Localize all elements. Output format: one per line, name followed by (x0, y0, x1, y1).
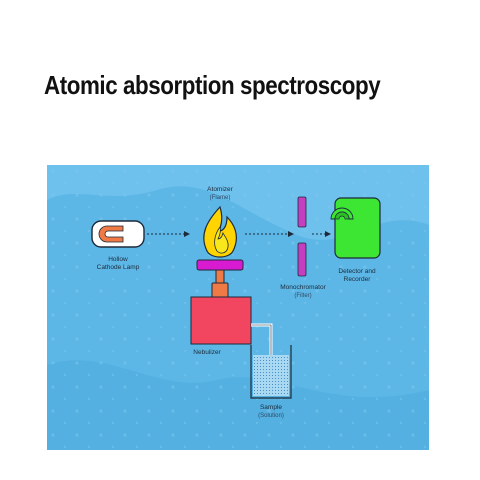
sample-sublabel: (Solution) (258, 413, 284, 419)
monochromator-slit-icon (297, 196, 307, 277)
nebulizer-label: Nebulizer (193, 349, 221, 356)
page-title: Atomic absorption spectroscopy (44, 70, 381, 100)
diagram-panel: Hollow Cathode Lamp Atomizer (Flame) Neb… (47, 165, 429, 450)
atomizer-label: Atomizer (207, 186, 233, 193)
lamp-label-line-2: Cathode Lamp (97, 264, 140, 271)
flame-icon (203, 205, 237, 258)
sample-label: Sample (260, 404, 282, 411)
detector-icon (330, 197, 381, 259)
diagram-svg: Hollow Cathode Lamp Atomizer (Flame) Neb… (47, 165, 429, 450)
lamp-label-line-1: Hollow (108, 256, 128, 263)
atomizer-sublabel: (Flame) (210, 195, 231, 201)
nebulizer-box-icon (190, 296, 252, 345)
beaker-icon (250, 345, 292, 399)
monochromator-label: Monochromator (280, 284, 326, 291)
detector-label-line-2: Recorder (344, 276, 372, 283)
monochromator-sublabel: (Filter) (294, 293, 311, 299)
detector-label-line-1: Detector and (338, 268, 376, 275)
hollow-cathode-lamp-icon (91, 220, 145, 248)
